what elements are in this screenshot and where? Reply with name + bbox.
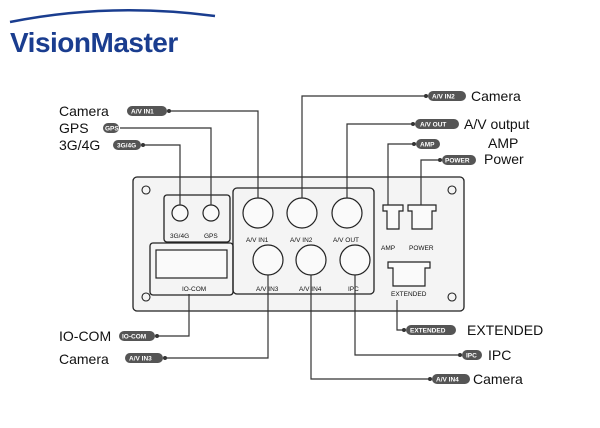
logo-swoosh <box>9 8 216 24</box>
callout-camera-in1: Camera A/V IN1 <box>59 103 171 119</box>
port-label-av-in4: A/V IN4 <box>299 286 322 293</box>
callout-label: Camera <box>471 88 521 104</box>
callout-camera-in4: A/V IN4 Camera <box>428 371 523 387</box>
av-in4-connector <box>295 244 327 276</box>
callout-av-output: A/V OUT A/V output <box>411 116 529 132</box>
callout-tag: A/V IN2 <box>432 94 455 101</box>
port-label-3g4g: 3G/4G <box>170 233 189 240</box>
callout-tag: A/V IN3 <box>129 356 152 363</box>
extended-port: EXTENDED <box>387 261 431 298</box>
callout-label: A/V output <box>464 116 529 132</box>
ipc-connector <box>339 244 371 276</box>
mount-hole-bottom-right <box>447 292 457 302</box>
callout-label: Camera <box>59 351 109 367</box>
callout-tag: 3G/4G <box>117 143 136 150</box>
callout-label: IO-COM <box>59 328 111 344</box>
callout-camera-in3: Camera A/V IN3 <box>59 351 167 367</box>
callout-label: IPC <box>488 347 511 363</box>
callout-tag: GPS <box>105 126 119 133</box>
callout-ipc: IPC IPC <box>458 347 511 363</box>
port-label-av-in3: A/V IN3 <box>256 286 279 293</box>
mount-hole-top-left <box>141 185 151 195</box>
av-in1-connector <box>242 197 274 229</box>
mount-hole-bottom-left <box>141 292 151 302</box>
antenna-port-group: 3G/4G GPS <box>163 194 231 243</box>
port-label-io-com: IO-COM <box>182 286 206 293</box>
callout-extended: EXTENDED EXTENDED <box>402 322 543 338</box>
callout-tag: EXTENDED <box>410 328 446 335</box>
io-com-port: IO-COM <box>149 242 234 296</box>
port-label-ipc: IPC <box>348 286 359 293</box>
callout-power: POWER Power <box>438 151 524 167</box>
callout-camera-in2: A/V IN2 Camera <box>424 88 521 104</box>
port-label-gps: GPS <box>204 233 218 240</box>
callout-gps: GPS GPS <box>59 120 119 136</box>
callout-tag: A/V OUT <box>420 122 446 129</box>
visionmaster-logo: VisionMaster <box>9 8 216 58</box>
av-port-group: A/V IN1 A/V IN2 A/V OUT A/V IN3 A/V IN4 … <box>232 187 375 295</box>
amp-power-ports: AMP POWER <box>381 204 437 252</box>
callout-tag: IPC <box>466 353 477 360</box>
callout-tag: A/V IN4 <box>436 377 459 384</box>
port-label-av-out: A/V OUT <box>333 237 359 244</box>
callout-io-com: IO-COM IO-COM <box>59 328 159 344</box>
callout-label: Camera <box>473 371 523 387</box>
callout-3g4g: 3G/4G 3G/4G <box>59 137 145 153</box>
callout-label: Camera <box>59 103 109 119</box>
leader-lines <box>120 95 460 380</box>
callout-label: GPS <box>59 120 89 136</box>
callout-tag: A/V IN1 <box>131 109 154 116</box>
callout-label: 3G/4G <box>59 137 100 153</box>
port-label-power: POWER <box>409 245 434 252</box>
av-in3-connector <box>252 244 284 276</box>
mount-hole-top-right <box>447 185 457 195</box>
logo-text: VisionMaster <box>10 27 178 58</box>
callout-amp: AMP AMP <box>412 135 518 151</box>
callout-tag: IO-COM <box>122 334 146 341</box>
port-label-amp: AMP <box>381 245 395 252</box>
port-label-av-in2: A/V IN2 <box>290 237 313 244</box>
callout-tag: AMP <box>420 142 435 149</box>
av-in2-connector <box>286 197 318 229</box>
callout-tag: POWER <box>445 158 470 165</box>
callout-label: EXTENDED <box>467 322 543 338</box>
callout-label: Power <box>484 151 524 167</box>
port-label-extended: EXTENDED <box>391 291 427 298</box>
callout-label: AMP <box>488 135 518 151</box>
port-label-av-in1: A/V IN1 <box>246 237 269 244</box>
av-out-connector <box>331 197 363 229</box>
